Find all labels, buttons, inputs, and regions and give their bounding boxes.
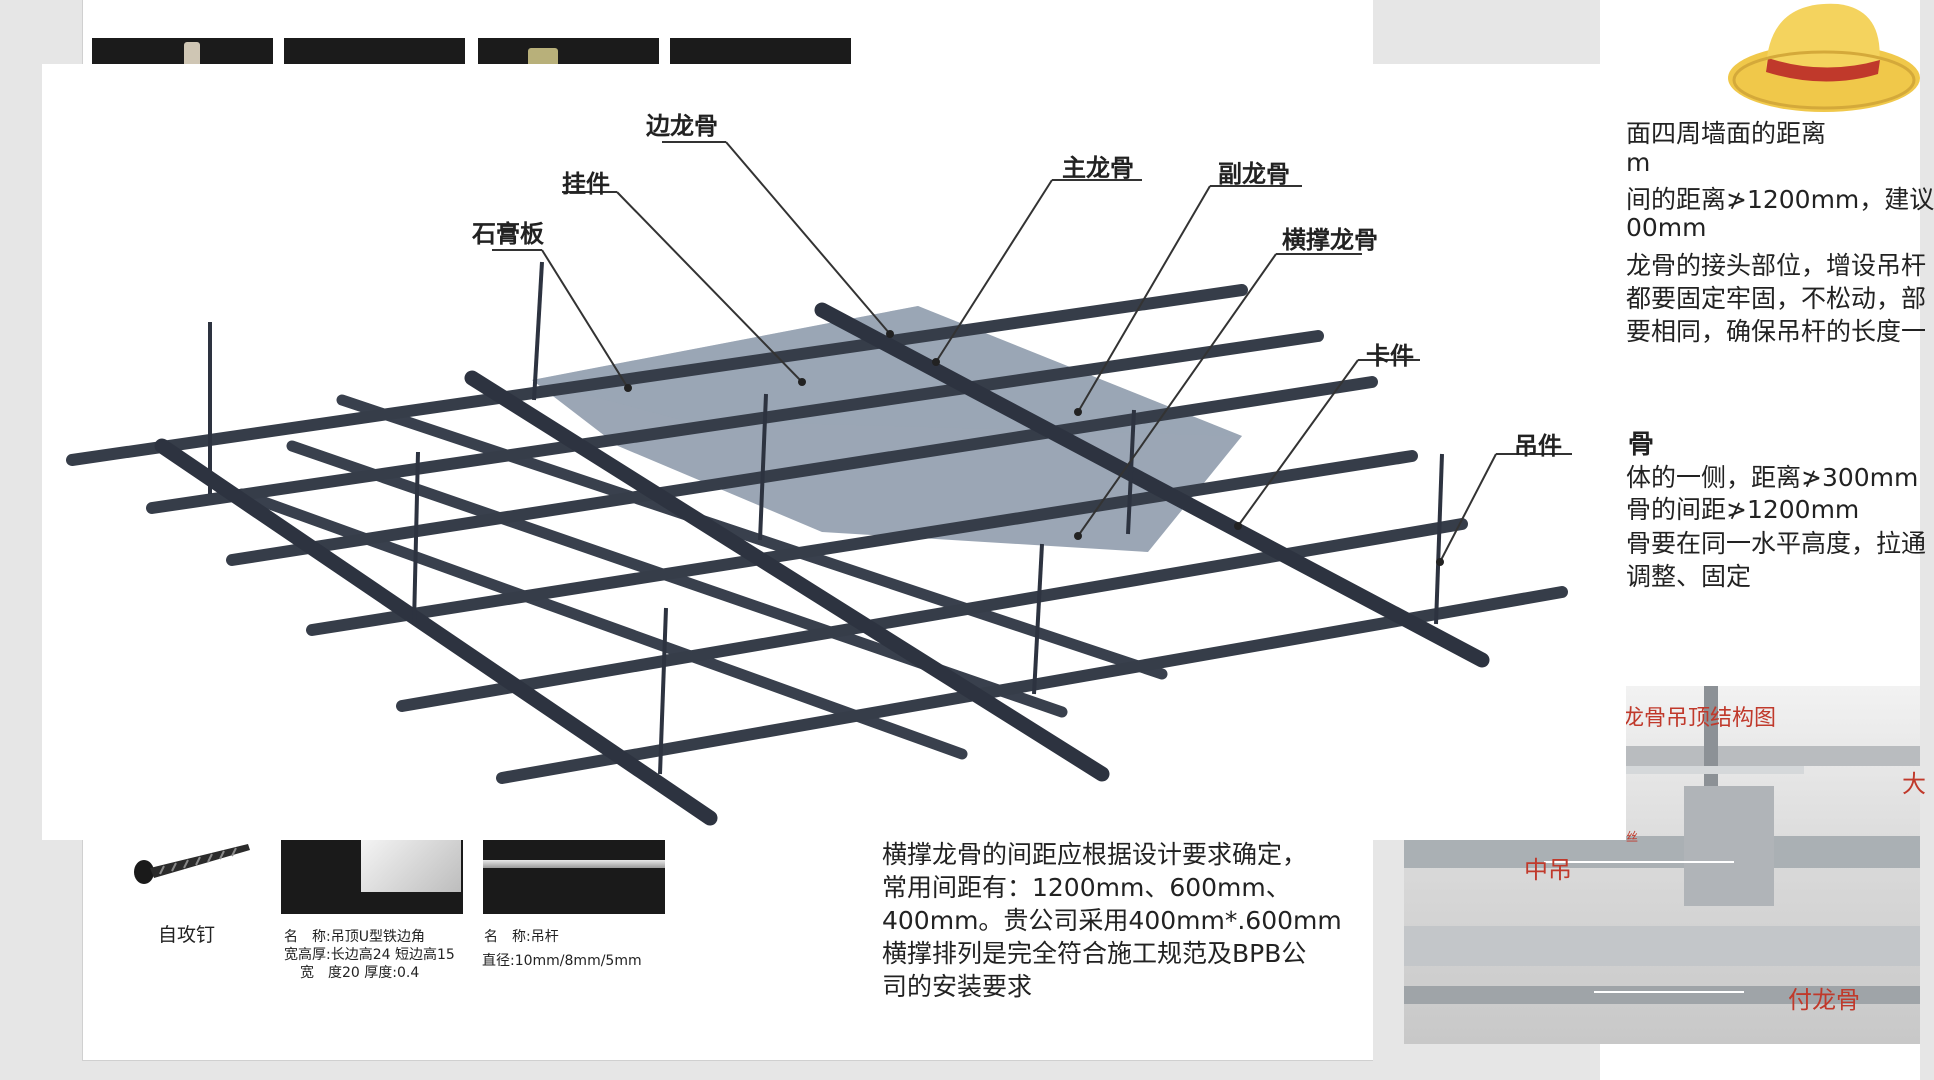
callout-gypsum-board: 石膏板 (472, 219, 544, 248)
keel-frame-illustration (66, 141, 1572, 826)
right-line-1: 面四周墙面的距离 (1626, 119, 1827, 148)
paragraph-line-3: 400mm。贵公司采用400mm*.600mm (882, 906, 1342, 935)
right-line-11: 调整、固定 (1626, 562, 1752, 591)
thumbnail-1 (92, 38, 273, 66)
right-line-8: 体的一侧，距离≯300mm (1626, 463, 1919, 492)
self-tapping-screw-icon (134, 844, 250, 884)
right-line-5: 龙骨的接头部位，增设吊杆 (1626, 251, 1927, 280)
callout-secondary-keel: 副龙骨 (1218, 159, 1290, 188)
paragraph-line-1: 横撑龙骨的间距应根据设计要求确定， (882, 840, 1308, 869)
callout-edge-keel: 边龙骨 (646, 111, 718, 140)
callout-suspender: 吊件 (1514, 431, 1562, 460)
photo-label-small: 丝 (1626, 830, 1639, 844)
paragraph-line-4: 横撑排列是完全符合施工规范及BPB公 (882, 939, 1307, 968)
right-line-6: 都要固定牢固，不松动，部 (1626, 284, 1927, 313)
straw-hat-icon (1728, 3, 1920, 112)
paragraph-line-5: 司的安装要求 (882, 972, 1033, 1001)
callout-hanger-part: 挂件 (562, 169, 610, 198)
callout-clip: 卡件 (1366, 341, 1414, 370)
photo-label-mid-hanger: 中吊 (1524, 856, 1572, 884)
callout-main-keel: 主龙骨 (1062, 153, 1134, 182)
paragraph-line-2: 常用间距有：1200mm、600mm、 (882, 873, 1291, 902)
right-line-3: 间的距离≯1200mm，建议 (1626, 185, 1934, 214)
thumbnail-2 (284, 38, 465, 66)
rod-image (483, 840, 665, 914)
callout-cross-brace-keel: 横撑龙骨 (1282, 225, 1378, 254)
ceiling-keel-diagram: 边龙骨 挂件 石膏板 主龙骨 副龙骨 横撑龙骨 卡件 吊件 (42, 64, 1626, 840)
right-line-10: 骨要在同一水平高度，拉通 (1626, 529, 1927, 558)
photo-label-secondary-keel: 付龙骨 (1788, 986, 1860, 1014)
rod-caption-diameter: 直径:10mm/8mm/5mm (482, 953, 642, 969)
thumbnail-3 (478, 38, 659, 66)
screw-label: 自攻钉 (158, 924, 216, 946)
thumbnail-4 (670, 38, 851, 66)
right-line-9: 骨的间距≯1200mm (1626, 495, 1860, 524)
angle-caption-width: 宽 度20 厚度:0.4 (300, 965, 420, 981)
angle-caption-name: 名 称:吊顶U型铁边角 (284, 929, 425, 945)
photo-title: 龙骨吊顶结构图 (1622, 706, 1777, 731)
angle-caption-size: 宽高厚:长边高24 短边高15 (284, 947, 455, 963)
right-line-2: m (1626, 148, 1651, 177)
photo-label-big: 大 (1902, 770, 1926, 798)
u-angle-image (281, 840, 463, 914)
rod-caption-name: 名 称:吊杆 (484, 929, 559, 945)
right-heading: 骨 (1628, 430, 1655, 460)
right-line-4: 00mm (1626, 213, 1707, 242)
right-line-7: 要相同，确保吊杆的长度一 (1626, 317, 1927, 346)
